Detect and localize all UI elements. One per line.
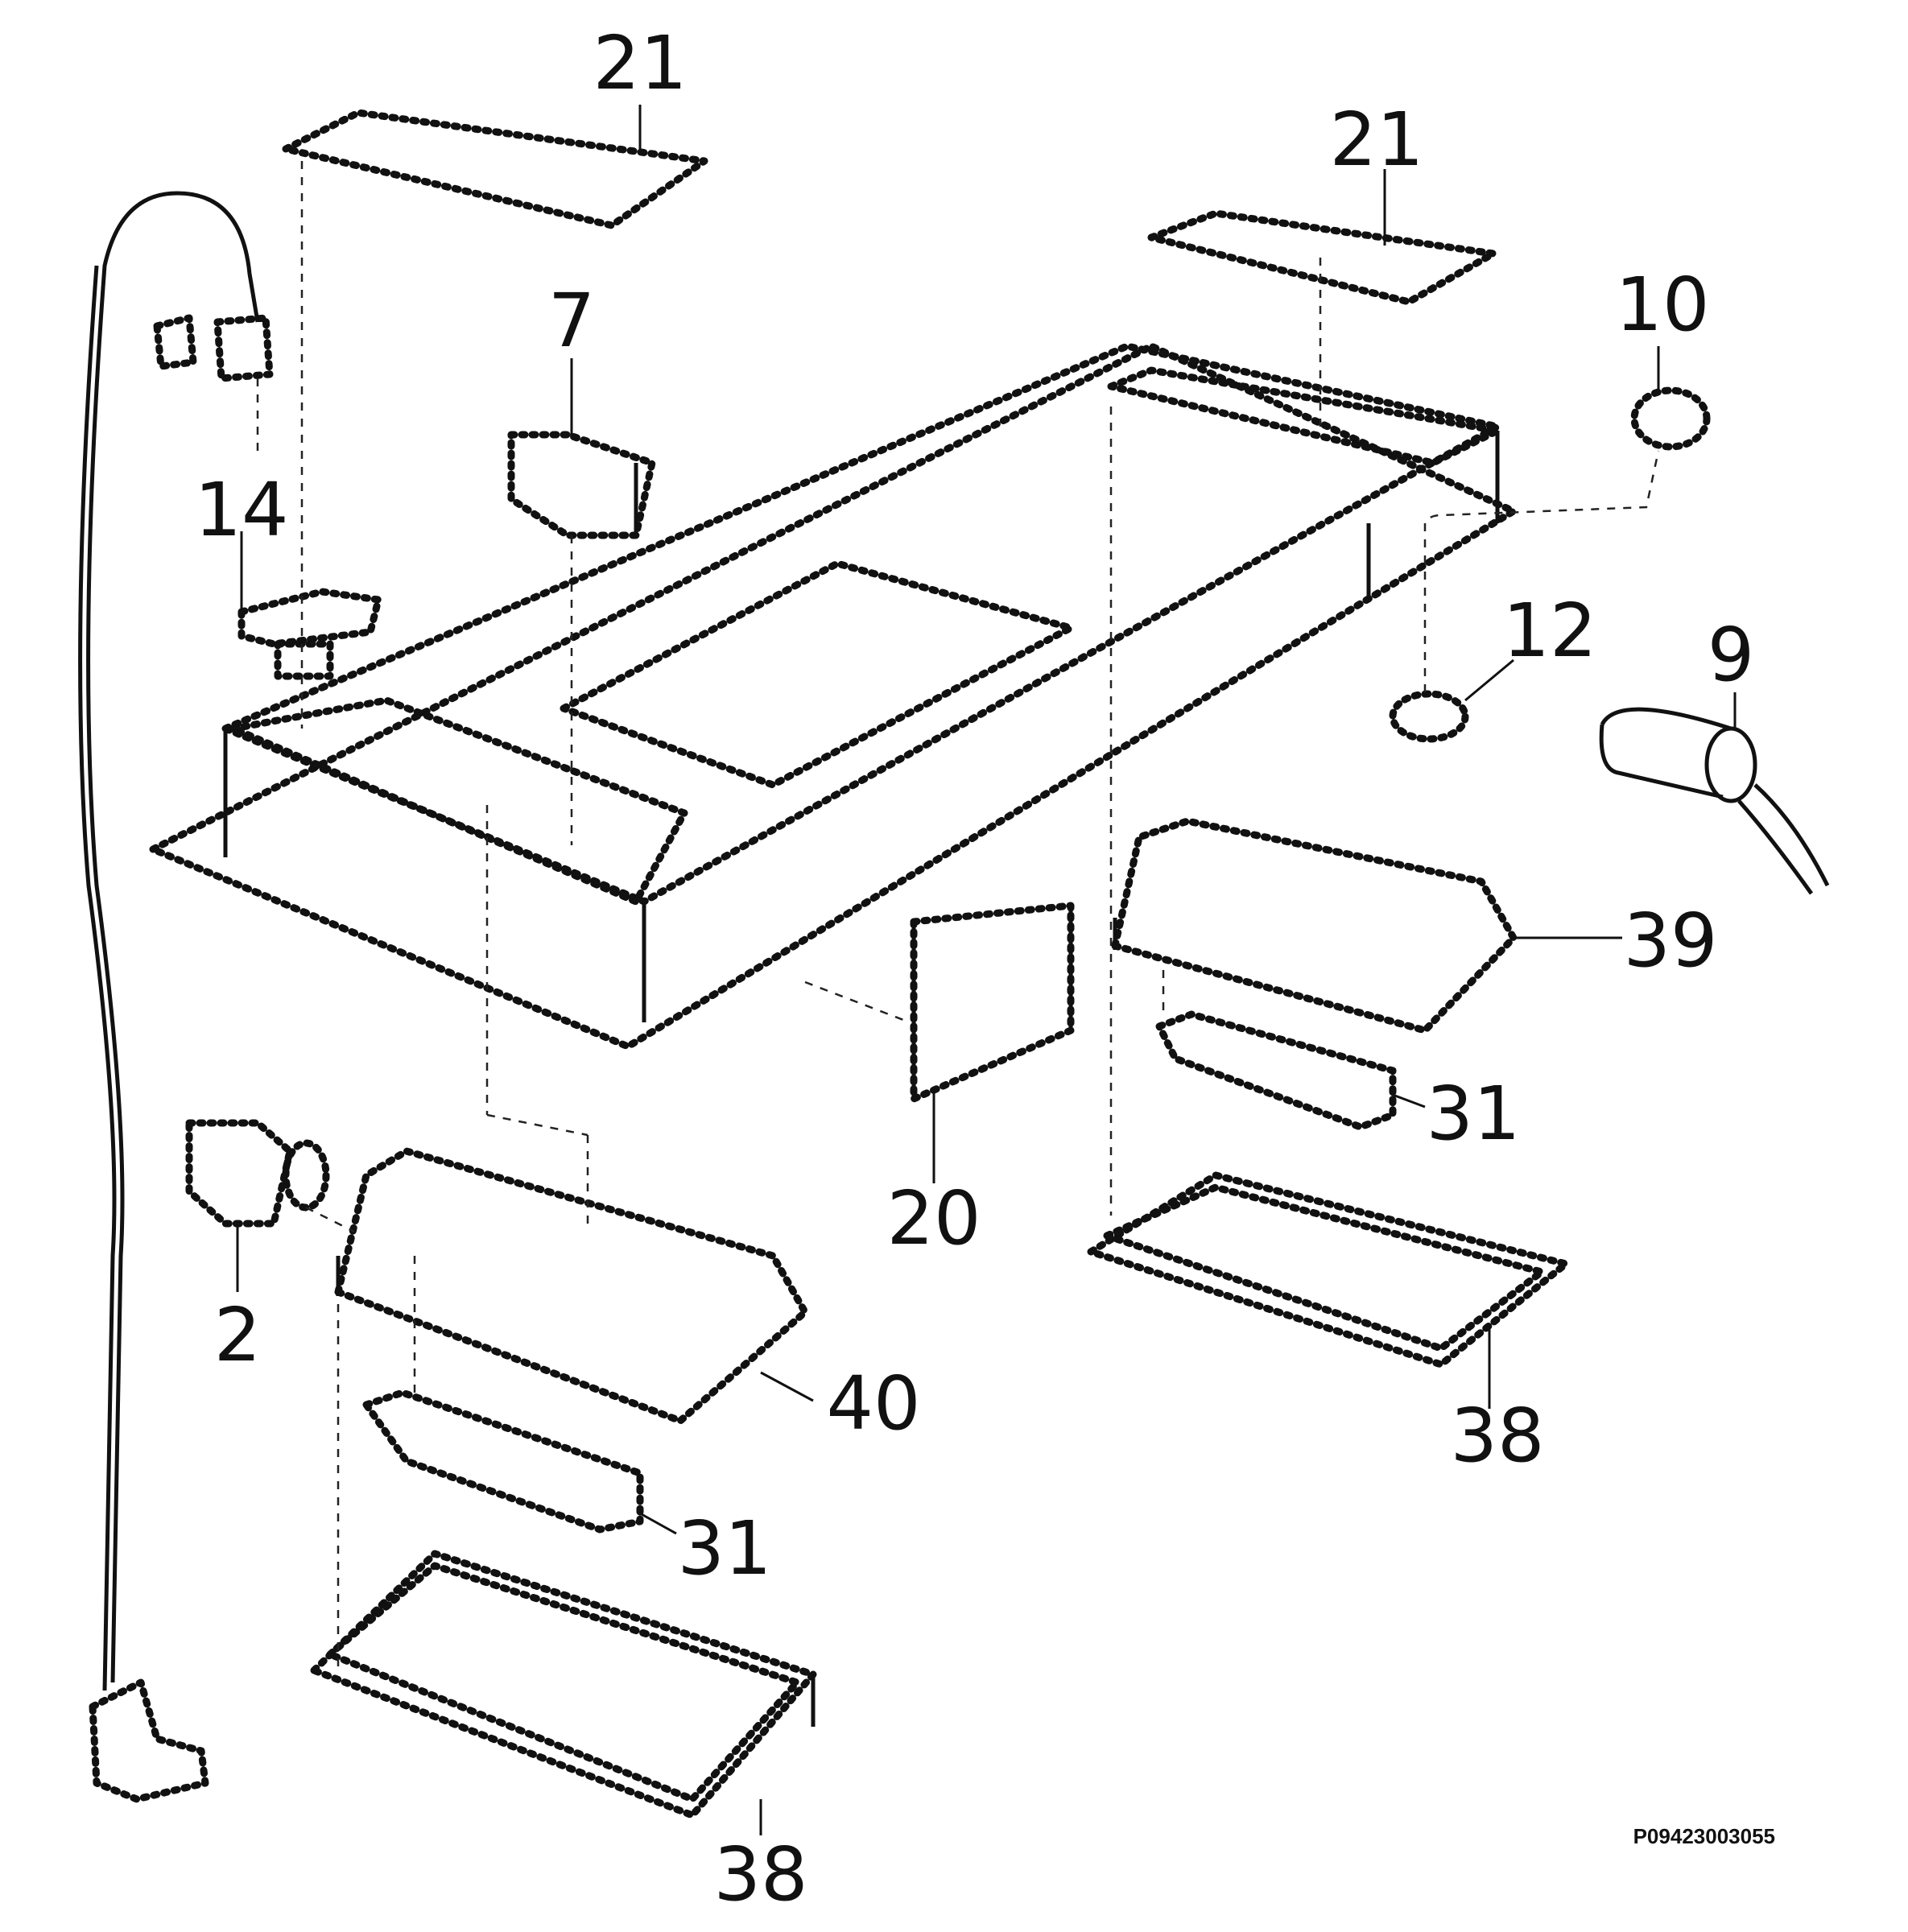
part-31-right-filter: [1155, 1010, 1397, 1131]
callout-21-left: 21: [593, 20, 687, 106]
part-39-filter-housing: [1111, 817, 1518, 1034]
part-31-left-filter: [362, 1389, 644, 1534]
callout-31-left: 31: [677, 1505, 771, 1591]
callout-7: 7: [548, 278, 596, 364]
callout-39: 39: [1623, 898, 1717, 984]
part-20-panel: [910, 902, 1075, 1103]
part-10-connector: [1630, 386, 1711, 451]
callout-10: 10: [1615, 262, 1709, 348]
callout-21-right: 21: [1329, 97, 1423, 183]
part-7-module: [507, 431, 656, 539]
part-38-left-tray: [310, 1550, 817, 1819]
power-cable: [78, 191, 274, 1803]
callout-38-right: 38: [1450, 1393, 1544, 1479]
assembly-guides: [256, 161, 1660, 1674]
callout-labels: 21 21 10 7 14 12 9 39 31 20 2 40 31 38 3…: [194, 20, 1754, 1918]
callout-12: 12: [1502, 588, 1596, 674]
main-housing: [149, 342, 1518, 1051]
callout-40: 40: [826, 1360, 920, 1447]
part-38-right-tray: [1087, 1171, 1570, 1368]
callout-2: 2: [214, 1292, 262, 1378]
reference-code: P09423003055: [1633, 1824, 1775, 1848]
part-21-right-cover: [1147, 209, 1497, 306]
part-9-tube: [1599, 707, 1830, 895]
callout-9: 9: [1708, 612, 1755, 698]
part-12-grommet: [1389, 690, 1469, 743]
callout-38-left: 38: [713, 1831, 807, 1918]
part-40-filter-housing: [334, 1147, 809, 1425]
callout-14: 14: [194, 467, 288, 553]
callout-31-right: 31: [1426, 1071, 1520, 1157]
leader-lines: [236, 105, 1737, 1835]
callout-20: 20: [886, 1175, 981, 1261]
part-21-left-cover: [282, 109, 708, 229]
part-14-clip: [237, 588, 382, 680]
part-2-coupler: [185, 1119, 330, 1228]
